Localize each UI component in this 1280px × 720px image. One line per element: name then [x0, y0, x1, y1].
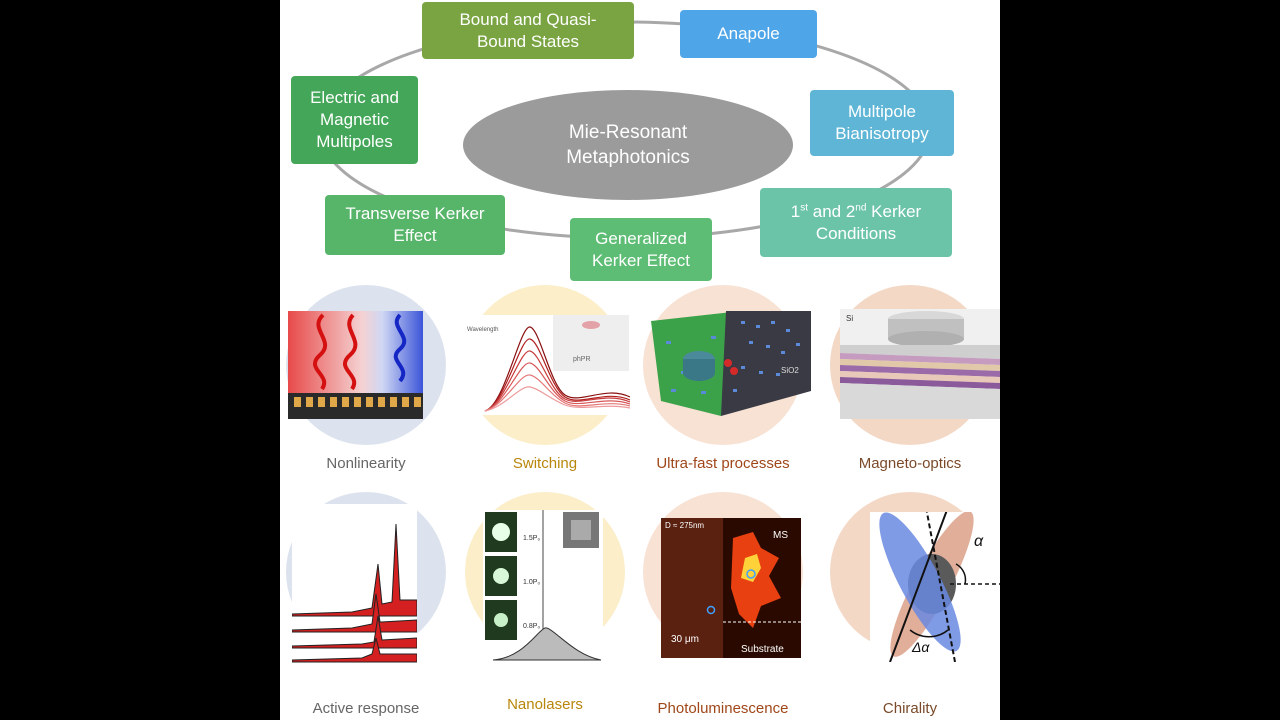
nanolasers-label: Nanolasers	[507, 696, 583, 713]
application-nonlinearity: Nonlinearity	[276, 285, 456, 472]
nanolasers-figure: 1.5P₀ 1.0P₀ 0.8P₀	[483, 510, 603, 670]
switching-legend: Wavelength	[467, 327, 498, 333]
pl-ms: MS	[773, 530, 788, 541]
anapole-text: Anapole	[717, 24, 780, 43]
pl-scale: 30 μm	[671, 634, 699, 645]
nanolaser-level-3: 0.8P₀	[523, 623, 540, 630]
ultrafast-sio2: SiO2	[781, 366, 799, 375]
application-chirality: α Δα Chirality	[820, 492, 1000, 717]
concept-bound-states: Bound and Quasi-Bound States	[422, 2, 634, 59]
transverse-line-1: Transverse Kerker	[345, 204, 485, 223]
chirality-dalpha: Δα	[911, 639, 930, 655]
pl-substrate: Substrate	[741, 644, 784, 655]
photoluminescence-figure: D ≈ 275nm MS 30 μm Substrate	[661, 518, 801, 658]
bianisotropy-line-2: Bianisotropy	[835, 124, 929, 143]
bound-line-1: Bound and Quasi-	[459, 9, 597, 29]
center-line-1: Mie-Resonant	[568, 122, 688, 143]
multipoles-line-2: Magnetic	[320, 110, 389, 129]
generalized-line-2: Kerker Effect	[592, 250, 690, 270]
switching-label: Switching	[512, 455, 578, 472]
conditions-line-2: Conditions	[815, 223, 897, 243]
multipoles-line-3: Multipoles	[316, 132, 393, 151]
ultrafast-label: Ultra-fast processes	[656, 455, 790, 472]
nonlinearity-label: Nonlinearity	[326, 455, 406, 472]
generalized-line-1: Generalized	[595, 228, 687, 248]
application-switching: phPR Wavelength Switching	[455, 285, 635, 472]
concept-kerker-conditions: 1st and 2nd Kerker Conditions	[760, 188, 952, 257]
magneto-si: Si	[846, 314, 853, 323]
concept-anapole: Anapole	[680, 10, 817, 58]
center-line-2: Metaphotonics	[566, 147, 690, 168]
chirality-alpha: α	[974, 533, 984, 550]
chirality-label: Chirality	[882, 700, 938, 717]
active-label: Active response	[312, 700, 420, 717]
active-figure	[292, 504, 417, 664]
switching-figure: phPR Wavelength	[465, 315, 630, 415]
magneto-label: Magneto-optics	[858, 455, 962, 472]
switching-inset-label: phPR	[573, 356, 591, 363]
chirality-figure: α Δα	[870, 512, 1000, 662]
conditions-line-1: 1st and 2nd Kerker	[790, 201, 922, 221]
nanolaser-level-1: 1.5P₀	[523, 535, 540, 542]
center-topic: Mie-Resonant Metaphotonics	[463, 90, 793, 200]
multipoles-line-1: Electric and	[310, 88, 399, 107]
ultrafast-figure: SiO2	[651, 311, 811, 416]
bianisotropy-line-1: Multipole	[847, 102, 917, 121]
application-active-response: Active response	[276, 492, 456, 717]
bound-line-2: Bound States	[476, 31, 580, 51]
transverse-line-2: Effect	[393, 226, 437, 245]
magneto-figure: Si	[840, 309, 1000, 419]
application-ultrafast: SiO2 Ultra-fast processes	[633, 285, 813, 472]
application-photoluminescence: D ≈ 275nm MS 30 μm Substrate Photolumine…	[633, 492, 813, 717]
pl-title: D ≈ 275nm	[665, 521, 704, 530]
application-magneto-optics: Si Magneto-optics	[820, 285, 1000, 472]
nonlinearity-figure	[288, 311, 423, 419]
nanolaser-level-2: 1.0P₀	[523, 579, 540, 586]
application-nanolasers: 1.5P₀ 1.0P₀ 0.8P₀ Nanolasers	[455, 492, 635, 713]
photoluminescence-label: Photoluminescence	[657, 700, 789, 717]
